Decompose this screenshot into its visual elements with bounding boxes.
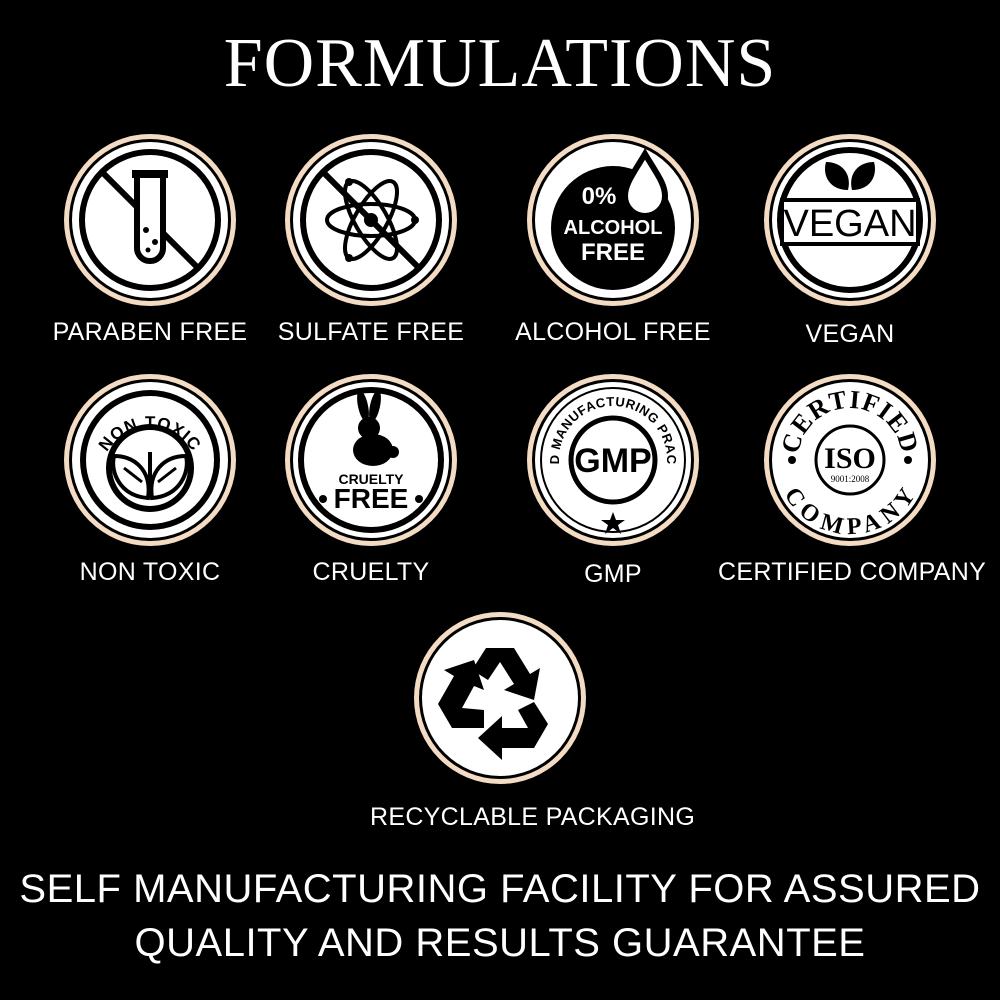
iso-seal-icon: CERTIFIED ISO 9001:2008 COMPANY	[764, 374, 936, 546]
rabbit-icon: CRUELTY FREE	[285, 374, 457, 546]
cruelty-free-text: FREE	[334, 483, 409, 514]
alcohol-free-icon: 0% ALCOHOL FREE	[527, 134, 699, 306]
iso-text: ISO	[824, 442, 876, 475]
iso-number-text: 9001:2008	[831, 474, 870, 484]
gmp-badge: GOOD MANUFACTURING PRACTICE GMP	[525, 372, 701, 548]
alcohol-word-text: ALCOHOL	[564, 217, 663, 239]
page-title: FORMULATIONS	[223, 25, 777, 102]
footer-line-2: QUALITY AND RESULTS GUARANTEE	[134, 921, 866, 965]
vegan-leaf-icon: VEGAN	[764, 134, 936, 306]
atom-crossed-icon	[285, 134, 457, 306]
gmp-label: GMP	[584, 560, 642, 588]
cruelty-text: CRUELTY	[338, 471, 404, 487]
non-toxic-leaf-icon: NON TOXIC	[64, 374, 236, 546]
alcohol-free-text: FREE	[581, 239, 645, 266]
non-toxic-badge: NON TOXIC	[62, 372, 238, 548]
sulfate-free-label: SULFATE FREE	[277, 318, 465, 346]
recyclable-badge	[412, 610, 588, 786]
paraben-free-badge	[62, 132, 238, 308]
cruelty-free-badge: CRUELTY FREE	[283, 372, 459, 548]
paraben-free-label: PARABEN FREE	[52, 318, 248, 346]
vegan-badge: VEGAN	[762, 132, 938, 308]
non-toxic-label: NON TOXIC	[79, 558, 221, 586]
sulfate-free-badge	[283, 132, 459, 308]
gmp-text: GMP	[574, 442, 651, 480]
test-tube-crossed-icon	[64, 134, 236, 306]
recyclable-packaging-label: RECYCLABLE PACKAGING	[370, 803, 696, 831]
footer-line-1: SELF MANUFACTURING FACILITY FOR ASSURED	[19, 867, 981, 911]
certified-company-label: CERTIFIED COMPANY	[718, 558, 987, 586]
alcohol-free-label: ALCOHOL FREE	[515, 318, 711, 346]
footer-tagline: SELF MANUFACTURING FACILITY FOR ASSURED …	[0, 862, 1000, 970]
certified-company-badge: CERTIFIED ISO 9001:2008 COMPANY	[762, 372, 938, 548]
alcohol-free-badge: 0% ALCOHOL FREE	[525, 132, 701, 308]
gmp-seal-icon: GOOD MANUFACTURING PRACTICE GMP	[525, 372, 699, 546]
alcohol-percent-text: 0%	[582, 183, 617, 210]
recycle-icon	[414, 612, 586, 784]
vegan-label: VEGAN	[805, 320, 895, 348]
vegan-text: VEGAN	[783, 203, 916, 245]
cruelty-label: CRUELTY	[312, 558, 430, 586]
